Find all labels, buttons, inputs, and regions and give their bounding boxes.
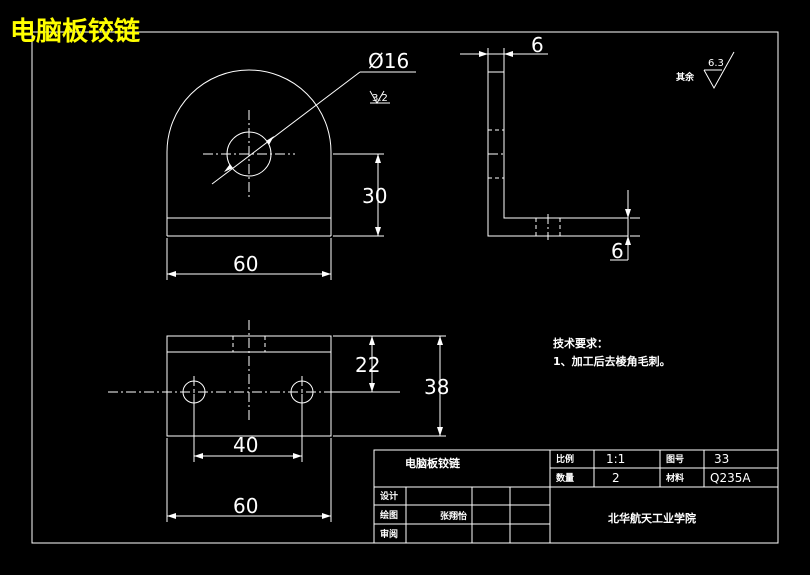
dim-30: 30 [362, 184, 387, 208]
title-block [373, 449, 779, 544]
front-view [166, 69, 416, 280]
side-view [460, 48, 640, 261]
tb-scale-label: 比例 [556, 453, 574, 465]
tb-qty-value: 2 [612, 471, 620, 485]
tb-drafter-label: 绘图 [380, 509, 398, 521]
dim-diameter: Ø16 [368, 49, 409, 73]
requirements-item-1: 1、加工后去棱角毛刺。 [553, 354, 671, 368]
roughness-note-label: 其余 [676, 71, 695, 83]
top-view-outline [166, 335, 332, 437]
tb-drafter-name: 张翔怡 [440, 510, 467, 522]
drawing-title: 电脑板铰链 [10, 16, 140, 47]
tb-qty-label: 数量 [556, 472, 574, 484]
tb-part-name: 电脑板铰链 [405, 456, 461, 470]
dim-6-side: 6 [611, 239, 624, 263]
tb-scale-value: 1:1 [606, 452, 625, 466]
tb-school: 北华航天工业学院 [608, 511, 696, 525]
tb-material-value: Q235A [710, 471, 751, 485]
dim-6-top: 6 [531, 33, 544, 57]
dim-60-bottom: 60 [233, 494, 258, 518]
tb-drawing-no-value: 33 [714, 452, 729, 466]
dim-38: 38 [424, 375, 449, 399]
top-view [108, 320, 446, 522]
tb-review-label: 审阅 [380, 528, 398, 540]
roughness-note-value: 6.3 [708, 58, 724, 69]
tb-design-label: 设计 [380, 490, 398, 502]
front-view-outline [166, 69, 332, 219]
diameter-leader [211, 71, 361, 185]
requirements-heading: 技术要求： [553, 336, 608, 350]
dim-60-top: 60 [233, 252, 258, 276]
dim-22: 22 [355, 353, 380, 377]
tb-material-label: 材料 [665, 472, 684, 484]
tb-drawing-no-label: 图号 [666, 454, 684, 465]
side-view-outline [487, 54, 629, 237]
dim-40: 40 [233, 433, 258, 457]
roughness-symbol-general [703, 51, 735, 90]
roughness-value-32: 3.2 [372, 93, 388, 104]
